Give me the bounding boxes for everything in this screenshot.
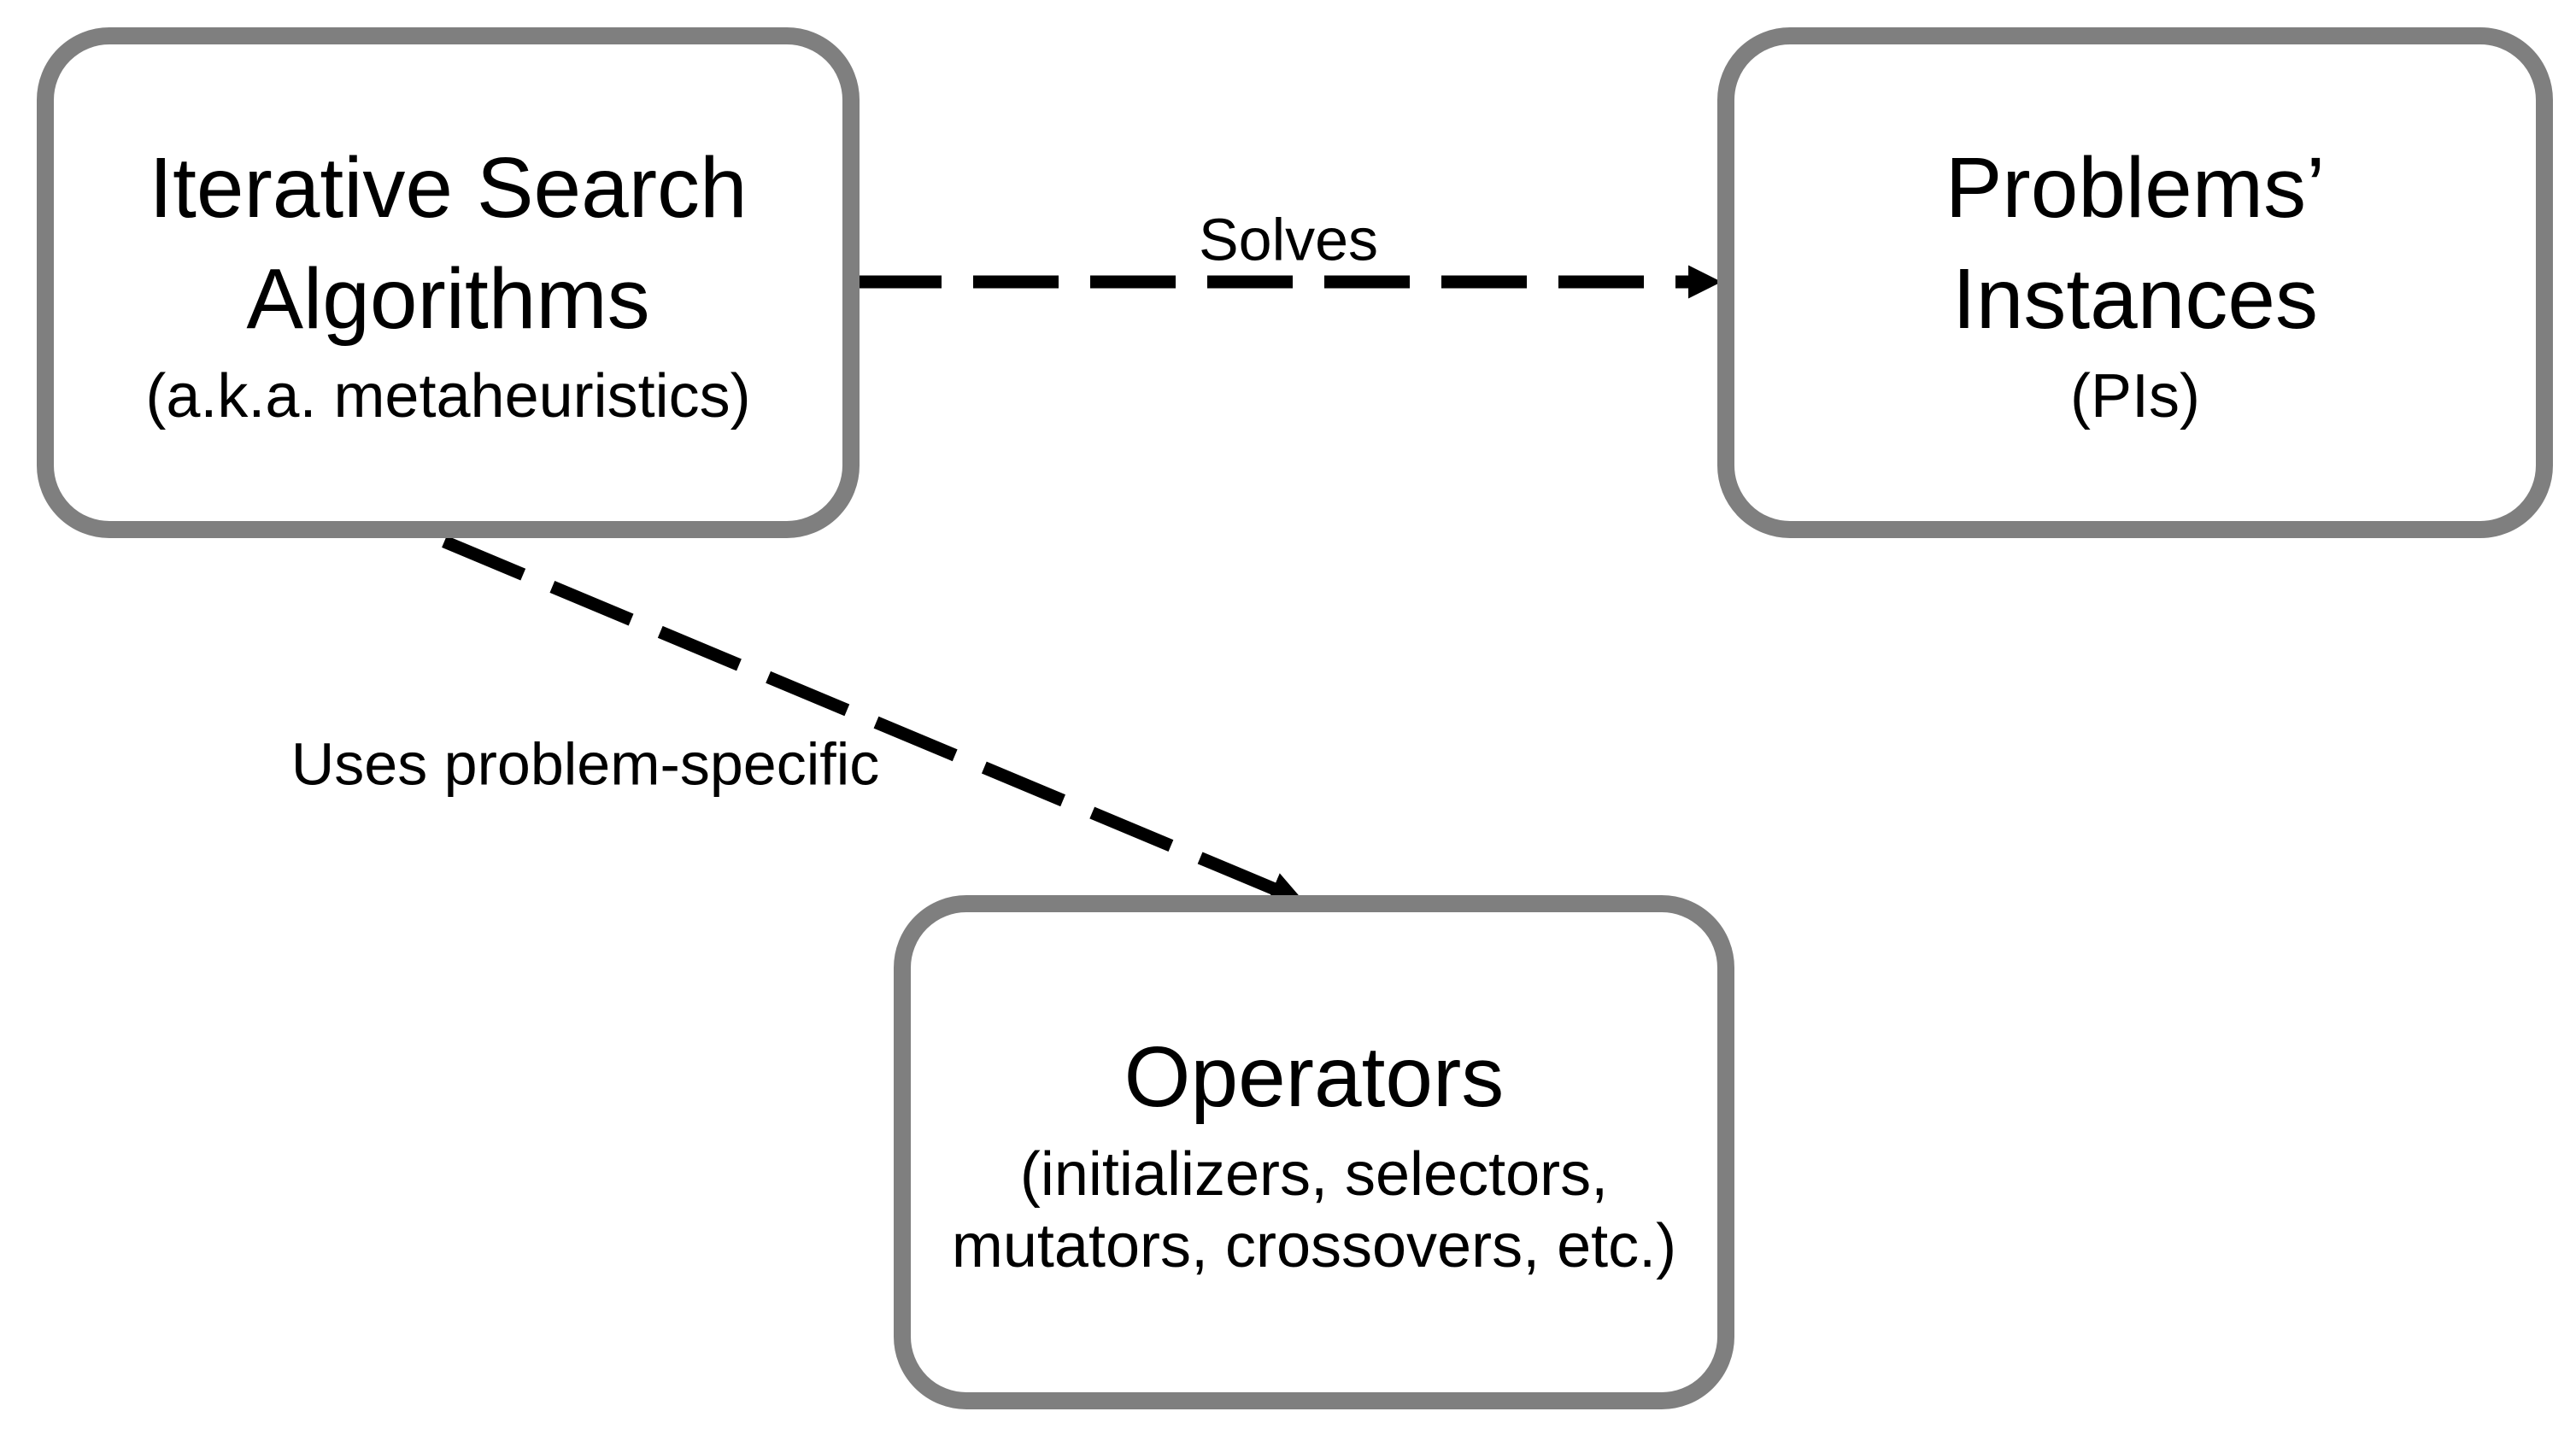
node-subtitle: (PIs) [2070,362,2200,431]
node-title: Iterative Search Algorithms [149,140,748,348]
edge-label-solves: Solves [1198,206,1379,273]
edge-label-uses-problem-specific: Uses problem-specific [290,730,880,798]
node-title: Operators [1124,1029,1505,1126]
node-subtitle: (initializers, selectors, mutators, cros… [951,1140,1677,1280]
node-subtitle: (a.k.a. metaheuristics) [145,362,751,431]
uses-arrow-icon [442,536,1305,905]
node-iterative-search-algorithms: Iterative Search Algorithms (a.k.a. meta… [37,27,860,538]
node-operators: Operators (initializers, selectors, muta… [894,895,1734,1409]
node-problems-instances: Problems’ Instances (PIs) [1717,27,2553,538]
node-title: Problems’ Instances [1945,140,2326,348]
